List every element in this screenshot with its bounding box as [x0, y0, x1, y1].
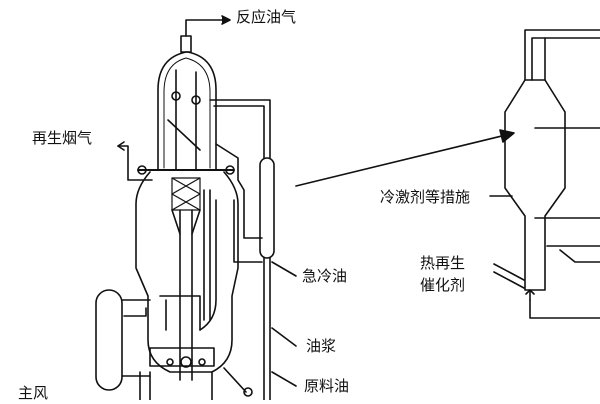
external-cooler-link-arrow — [123, 307, 147, 317]
disengager-vessel — [157, 51, 217, 171]
label-hot-regen-line1: 热再生 — [420, 254, 466, 272]
bottom-valve — [243, 387, 253, 397]
label-hot-regen-line2: 催化剂 — [420, 276, 466, 294]
riser-detail — [489, 29, 600, 319]
pointer-feed-oil — [271, 371, 297, 387]
standpipe-c — [159, 295, 201, 331]
cooler-vessel — [259, 157, 275, 259]
nozzle-head-1 — [171, 91, 181, 101]
flange-knob-right — [225, 165, 235, 175]
side-line-lower — [233, 199, 263, 263]
riser-detail-bottom-arrow — [525, 289, 535, 301]
label-quench-oil: 急冷油 — [302, 267, 348, 285]
reaction-gas-outlet-pipe — [185, 19, 229, 37]
external-cooler-vessel — [95, 289, 123, 391]
feed-line-upper — [209, 99, 271, 159]
pointer-slurry-oil — [271, 327, 297, 347]
riser-cone — [171, 209, 201, 235]
distributor-nozzle-2 — [166, 358, 174, 366]
nozzle-head-2 — [191, 95, 201, 105]
standpipe-a — [203, 189, 211, 321]
flue-gas-pipe — [117, 145, 153, 181]
pointer-quench-oil — [271, 261, 297, 277]
cooler-down-pipe — [263, 257, 271, 401]
riser-detail-outer — [504, 79, 566, 291]
reaction-gas-arrow — [221, 15, 231, 25]
riser-detail-top-bend — [524, 29, 600, 81]
callout-arrow-line — [295, 133, 511, 187]
riser-detail-side-line — [559, 249, 600, 263]
callout-arrow-head — [499, 129, 515, 143]
label-slurry-oil: 油浆 — [306, 337, 337, 355]
top-nozzle — [180, 35, 192, 53]
riser-detail-return — [529, 299, 600, 319]
flange-knob-left — [137, 165, 147, 175]
bottom-line-left — [139, 371, 151, 401]
disengager-inner-shell — [163, 57, 211, 169]
cyclone-diagonal — [167, 119, 201, 151]
flue-gas-arrow — [117, 141, 125, 151]
distributor-nozzle-1 — [180, 356, 192, 368]
hot-catalyst-inlet-1 — [493, 263, 525, 281]
packing-section — [171, 177, 201, 211]
hot-catalyst-inlet-2 — [493, 271, 525, 289]
feed-line-upper-2 — [213, 105, 265, 159]
label-reaction-oil-gas: 反应油气 — [236, 8, 297, 26]
bottom-line-right — [223, 367, 247, 393]
standpipe-b — [199, 199, 217, 331]
label-feed-oil: 原料油 — [304, 377, 350, 395]
side-line-zigzag — [215, 143, 263, 239]
label-main-air: 主风 — [18, 384, 49, 402]
regenerator-vessel — [135, 171, 239, 373]
reactor-regenerator-unit — [95, 15, 297, 401]
distributor-nozzle-3 — [198, 358, 206, 366]
label-regen-flue-gas: 再生烟气 — [32, 129, 93, 147]
label-quench-measures: 冷激剂等措施 — [380, 188, 471, 206]
